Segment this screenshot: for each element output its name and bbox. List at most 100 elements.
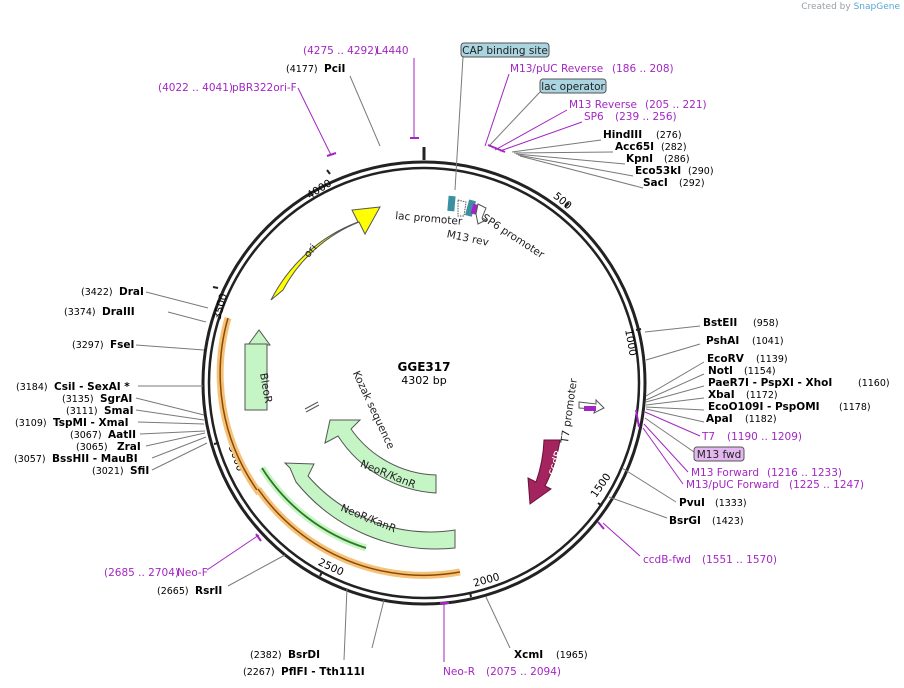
enzyme-ecorv-pos: (1139) (756, 354, 788, 365)
enzyme-zrai-pos: (3065) (76, 442, 108, 453)
enzyme-saci-pos: (292) (679, 178, 705, 189)
enzyme-sfii-pos: (3021) (92, 466, 124, 477)
kozak-glyph (304, 401, 320, 413)
feature-neor-outer-arrow[interactable] (283, 462, 456, 550)
enzyme-aatii-name: AatII (108, 429, 136, 441)
lac-op-leader (488, 91, 541, 147)
enzyme-pvui-name: PvuI (679, 497, 705, 509)
ecorv-leader (645, 361, 705, 397)
bleor-orange-line (219, 317, 258, 491)
enzyme-bsteii-name: BstEII (703, 317, 737, 329)
pshai-leader (645, 343, 701, 361)
pbr322-mark (326, 152, 337, 157)
primer-sp6-name: SP6 (584, 111, 604, 123)
enzyme-bsshii-pos: (3057) (14, 454, 46, 465)
enzyme-hindiii-pos: (276) (656, 130, 682, 141)
cap-binding-site-box[interactable] (460, 42, 550, 58)
eco53ki-leader (517, 154, 634, 177)
ruler-label-1500: 1500 (588, 471, 613, 500)
aatii-leader (139, 430, 206, 435)
enzyme-paer7i-pos: (1160) (858, 378, 890, 389)
ruler-label-3500: 3500 (211, 292, 230, 321)
lac-operator-box[interactable] (539, 78, 607, 94)
feature-neor-inner-arrow[interactable] (324, 419, 437, 494)
enzyme-bsrgi-name: BsrGI (669, 515, 701, 527)
sp6-promoter-glyph (475, 203, 488, 225)
m13-fwd-box[interactable] (693, 446, 745, 462)
primer-m13-rev-range: (205 .. 221) (645, 99, 707, 111)
enzyme-apai-pos: (1182) (745, 414, 777, 425)
rsrii-leader (227, 554, 286, 587)
enzyme-apai-name: ApaI (706, 413, 733, 425)
primer-m13puc-fwd-range: (1225 .. 1247) (789, 479, 864, 491)
backbone-inner (207, 166, 641, 600)
primer-m13puc-fwd-name: M13/pUC Forward (686, 479, 779, 491)
enzyme-xcmi-name: XcmI (514, 649, 543, 661)
sgrai-leader (135, 397, 205, 416)
enzyme-fsei-name: FseI (110, 339, 134, 351)
bsrdi-leader (371, 599, 385, 649)
primer-l4440-name: L4440 (376, 45, 409, 57)
enzyme-ecorv-name: EcoRV (707, 353, 745, 365)
credit-prefix: Created by (801, 2, 851, 12)
feature-ori-arrow[interactable] (270, 206, 381, 301)
enzyme-drai-name: DraI (119, 286, 144, 298)
primer-pbr322-range: (4022 .. 4041) (158, 82, 233, 94)
primer-t7-range: (1190 .. 1209) (727, 431, 802, 443)
m13fwd-leader (644, 417, 695, 453)
feature-label-m13-rev: M13 rev (446, 228, 490, 249)
xcmi-leader (485, 596, 511, 649)
primer-neo-r-range: (2075 .. 2094) (486, 666, 561, 678)
enzyme-draiii-pos: (3374) (64, 307, 96, 318)
enzyme-eco0109i-name: EcoO109I - PspOMI (708, 401, 820, 413)
cap-site-glyph (447, 195, 456, 212)
t7-feature-glyphs (578, 398, 605, 414)
enzyme-tspmi-pos: (3109) (15, 418, 47, 429)
enzyme-bsrdi-name: BsrDI (288, 649, 320, 661)
primer-m13-forward-range: (1216 .. 1233) (767, 467, 842, 479)
primer-ccdb-fwd-range: (1551 .. 1570) (702, 554, 777, 566)
enzyme-pcii-pos: (4177) (286, 64, 318, 75)
enzyme-smai-name: SmaI (104, 405, 134, 417)
enzyme-saci-name: SacI (643, 177, 668, 189)
enzyme-xcmi-pos: (1965) (556, 650, 588, 661)
enzyme-drai-pos: (3422) (81, 287, 113, 298)
noti-leader (645, 373, 705, 401)
enzyme-noti-pos: (1154) (744, 366, 776, 377)
primer-m13-rev-name: M13 Reverse (569, 99, 637, 111)
enzyme-eco53ki-pos: (290) (688, 166, 714, 177)
primer-sp6-range: (239 .. 256) (615, 111, 677, 123)
enzyme-pflfi-name: PflFI - Tth111I (281, 666, 365, 678)
snapgene-logo: SnapGene (853, 2, 900, 12)
enzyme-pshai-pos: (1041) (752, 336, 784, 347)
enzyme-xbai-pos: (1172) (746, 390, 778, 401)
paer7i-leader (645, 385, 705, 403)
feature-ccdb-arrow[interactable] (527, 439, 561, 505)
pflfi-leader (343, 587, 348, 661)
enzyme-hindiii-name: HindIII (603, 129, 642, 141)
enzyme-rsrii-name: RsrII (195, 585, 222, 597)
enzyme-acc65i-pos: (282) (661, 142, 687, 153)
enzyme-kpni-pos: (286) (664, 154, 690, 165)
m13-fwd-glyph (584, 406, 596, 411)
t7-mark (635, 409, 640, 428)
enzyme-bsrdi-pos: (2382) (250, 650, 282, 661)
sp6-mark (487, 144, 506, 153)
ruler-label-4000: 4000 (305, 177, 334, 201)
kpni-leader (515, 153, 626, 165)
m13puc-rev-leader (484, 73, 510, 147)
m13puc-fwd-leader (642, 427, 684, 485)
bsshii-leader (151, 436, 207, 459)
enzyme-kpni-name: KpnI (626, 153, 653, 165)
draiii-leader (167, 311, 207, 323)
enzyme-csii-name: CsiI - SexAI * (54, 381, 130, 393)
m13-fwd-label: M13 fwd (697, 449, 742, 461)
primer-m13-forward-name: M13 Forward (691, 467, 759, 479)
enzyme-pflfi-pos: (2267) (243, 667, 275, 678)
cap-leader (454, 56, 464, 191)
enzyme-zrai-name: ZraI (117, 441, 141, 453)
enzyme-smai-pos: (3111) (66, 406, 98, 417)
primer-pbr322-name: pBR322ori-F (232, 82, 297, 94)
feature-bleor-body[interactable] (244, 343, 268, 411)
enzyme-draiii-name: DraIII (102, 306, 135, 318)
